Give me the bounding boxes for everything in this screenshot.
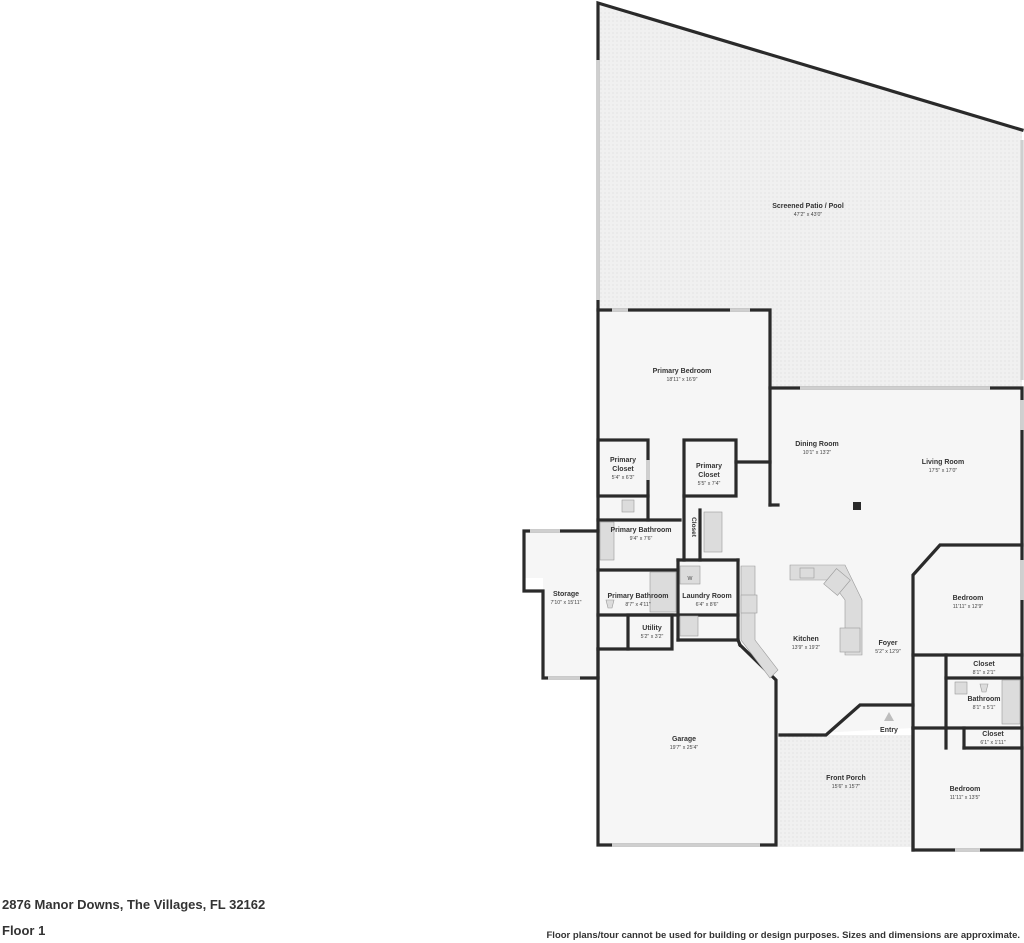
svg-text:10'1" x 13'2": 10'1" x 13'2" [803,450,832,456]
svg-text:15'6" x 15'7": 15'6" x 15'7" [832,784,861,790]
kitchen-fixtures: W [599,499,1021,725]
interior-walls [596,386,1024,750]
svg-text:6'1" x 1'11": 6'1" x 1'11" [980,740,1005,746]
svg-text:8'7" x 4'11": 8'7" x 4'11" [625,602,650,608]
svg-text:Closet: Closet [612,466,634,473]
porch-floor [778,735,913,847]
svg-text:47'2" x 43'0": 47'2" x 43'0" [794,212,823,218]
room-label-primary-closet-1: Primary Closet 5'4" x 6'3" [610,457,636,481]
room-label-entry: Entry [880,727,898,734]
room-label-laundry: Laundry Room 6'4" x 8'6" [682,593,731,608]
svg-text:8'1" x 2'1": 8'1" x 2'1" [973,670,996,676]
washer-label: W [688,576,693,582]
svg-text:Primary: Primary [610,457,636,464]
room-label-utility: Utility 5'2" x 3'2" [641,625,664,640]
svg-text:Living Room: Living Room [922,459,964,466]
room-label-living: Living Room 17'5" x 17'0" [922,459,964,474]
svg-text:Foyer: Foyer [878,640,897,647]
svg-text:Primary: Primary [696,463,722,470]
svg-text:Primary Bathroom: Primary Bathroom [610,527,671,534]
room-label-closet-1: Closet 8'1" x 2'1" [973,661,996,676]
room-label-storage: Storage 7'10" x 15'11" [551,591,582,606]
room-label-primary-closet-2: Primary Closet 5'5" x 7'4" [696,463,722,487]
room-label-bedroom-1: Bedroom 11'11" x 12'9" [953,595,984,610]
room-label-dining: Dining Room 10'1" x 13'2" [795,441,839,456]
svg-text:Closet: Closet [982,731,1004,738]
svg-text:Utility: Utility [642,625,662,632]
svg-text:5'2" x 12'9": 5'2" x 12'9" [875,649,901,655]
room-label-bathroom: Bathroom 8'1" x 5'1" [967,696,1000,711]
room-label-primary-bath-1: Primary Bathroom 9'4" x 7'6" [610,527,671,542]
room-label-patio: Screened Patio / Pool 47'2" x 43'0" [772,203,844,218]
room-label-primary-bath-2: Primary Bathroom 8'7" x 4'11" [607,593,668,608]
room-labels: Screened Patio / Pool 47'2" x 43'0" Prim… [551,203,1006,801]
svg-text:7'10" x 15'11": 7'10" x 15'11" [551,600,582,606]
svg-text:Garage: Garage [672,736,696,743]
room-label-bedroom-2: Bedroom 11'11" x 13'5" [950,786,981,801]
floor-label: Floor 1 [2,923,46,938]
svg-text:6'4" x 8'6": 6'4" x 8'6" [696,602,719,608]
svg-text:Screened Patio / Pool: Screened Patio / Pool [772,203,844,210]
svg-text:8'1" x 5'1": 8'1" x 5'1" [973,705,996,711]
svg-text:Laundry Room: Laundry Room [682,593,731,600]
svg-text:Bedroom: Bedroom [950,786,981,793]
property-address: 2876 Manor Downs, The Villages, FL 32162 [2,897,266,912]
svg-text:5'2" x 3'2": 5'2" x 3'2" [641,634,664,640]
svg-text:Closet: Closet [973,661,995,668]
svg-text:Closet: Closet [698,472,720,479]
svg-text:5'4" x 6'3": 5'4" x 6'3" [612,475,635,481]
svg-text:13'9" x 19'2": 13'9" x 19'2" [792,645,821,651]
svg-text:18'11" x 16'9": 18'11" x 16'9" [667,377,698,383]
room-label-primary-bedroom: Primary Bedroom 18'11" x 16'9" [653,368,712,383]
svg-text:17'5" x 17'0": 17'5" x 17'0" [929,468,958,474]
room-label-porch: Front Porch 15'6" x 15'7" [826,775,866,790]
svg-text:Bathroom: Bathroom [967,696,1000,703]
room-label-foyer: Foyer 5'2" x 12'9" [875,640,901,655]
svg-text:Dining Room: Dining Room [795,441,839,448]
svg-text:11'11" x 13'5": 11'11" x 13'5" [950,795,981,801]
room-label-garage: Garage 19'7" x 25'4" [670,736,699,751]
room-label-closet-vertical: Closet [690,517,697,538]
svg-text:Primary Bathroom: Primary Bathroom [607,593,668,600]
entry-arrow-icon [884,712,894,721]
svg-text:5'5" x 7'4": 5'5" x 7'4" [698,481,721,487]
svg-text:Kitchen: Kitchen [793,636,819,643]
svg-text:19'7" x 25'4": 19'7" x 25'4" [670,745,699,751]
svg-text:9'4" x 7'6": 9'4" x 7'6" [630,536,653,542]
svg-text:Bedroom: Bedroom [953,595,984,602]
room-label-closet-2: Closet 6'1" x 1'11" [980,731,1005,746]
disclaimer-text: Floor plans/tour cannot be used for buil… [546,930,1021,941]
svg-text:Storage: Storage [553,591,579,598]
svg-text:11'11" x 12'9": 11'11" x 12'9" [953,604,984,610]
svg-text:Front Porch: Front Porch [826,775,866,782]
room-label-kitchen: Kitchen 13'9" x 19'2" [792,636,821,651]
svg-text:Primary Bedroom: Primary Bedroom [653,368,712,375]
